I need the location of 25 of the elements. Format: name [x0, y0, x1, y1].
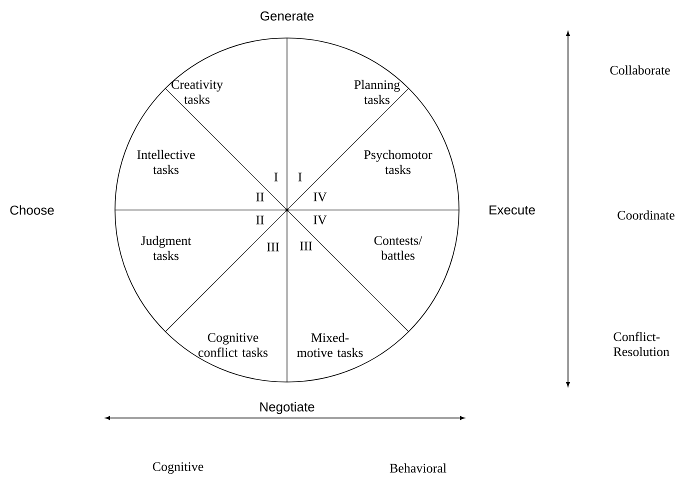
axis-label: Execute: [490, 205, 535, 215]
axis-label: IV: [314, 216, 327, 224]
task-label: Mixed-motive tasks: [297, 332, 363, 358]
axis-label: Cognitive: [152, 462, 204, 474]
axis-label: II: [256, 216, 264, 224]
axis-label: III: [300, 242, 312, 250]
axis-label: II: [256, 192, 264, 202]
axis-label: Conflict-Resolution: [614, 332, 670, 356]
axis-label: Coordinate: [618, 210, 674, 220]
task-label: Cognitive conflict tasks: [198, 333, 268, 357]
axis-label: Generate: [260, 11, 314, 21]
axis-label: Collaborate: [610, 65, 670, 75]
task-label: Intellective tasks: [137, 150, 195, 174]
task-label: Planning tasks: [354, 80, 400, 104]
task-label: Creativity tasks: [172, 80, 223, 104]
task-label: Judgment tasks: [141, 236, 192, 260]
axis-label: I: [298, 172, 302, 182]
task-label: Psychomotor tasks: [364, 150, 432, 174]
axis-label: IV: [314, 192, 327, 202]
axis-label: Behavioral: [390, 463, 446, 473]
axis-label: III: [266, 242, 280, 252]
axis-label: Choose: [10, 205, 54, 215]
axis-label: Negotiate: [260, 402, 314, 414]
axis-label: I: [274, 172, 278, 182]
task-label: Contests/ battles: [374, 236, 422, 260]
